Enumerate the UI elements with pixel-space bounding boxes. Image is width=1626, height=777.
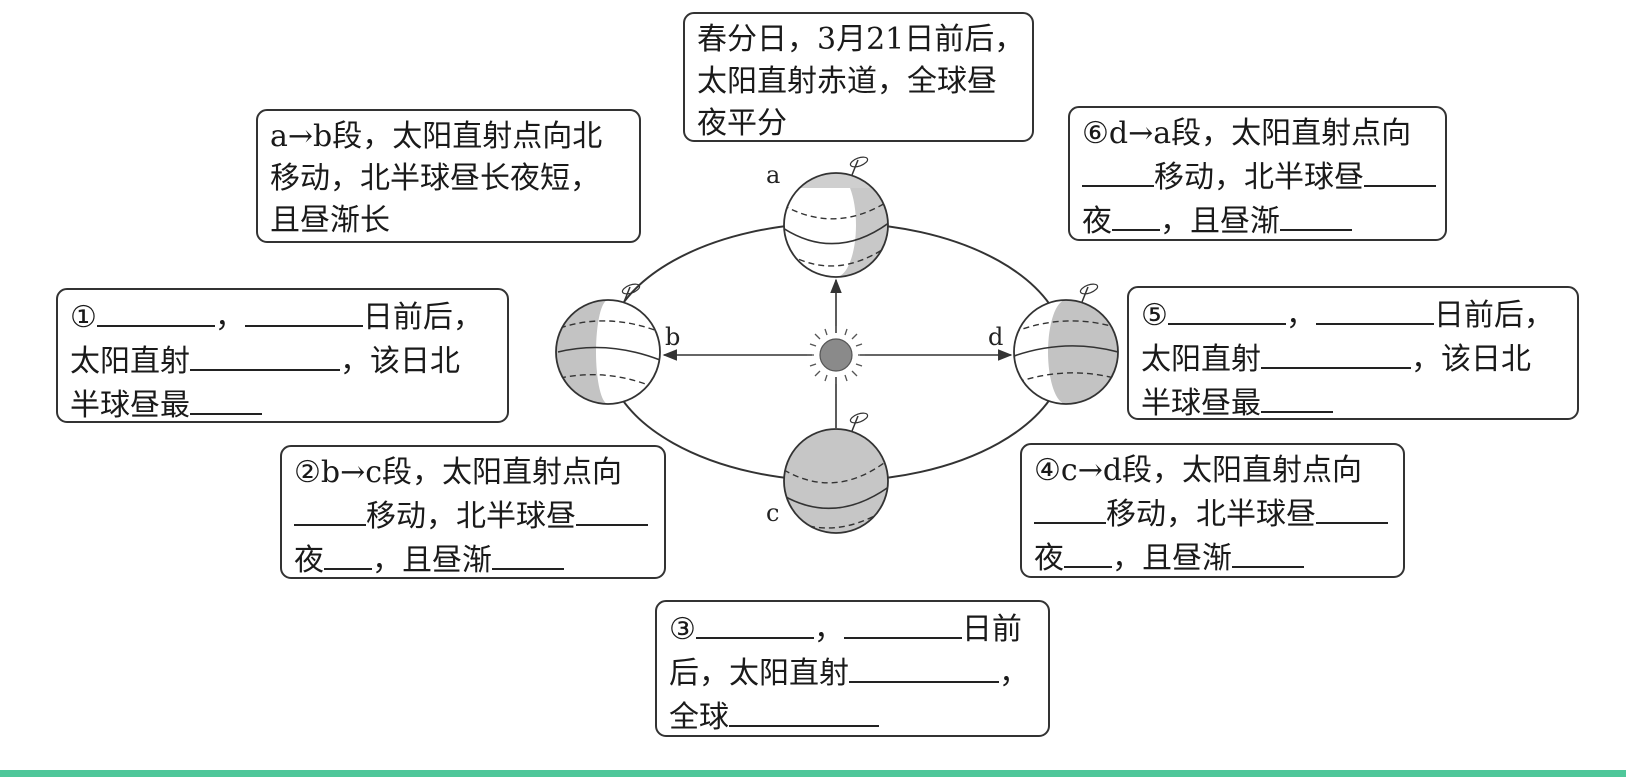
box-line: 半球昼最 bbox=[70, 383, 495, 427]
box-text: 全球 bbox=[669, 700, 729, 735]
box-text: 夜 bbox=[1034, 541, 1064, 576]
earth-a bbox=[783, 156, 889, 278]
sun-icon bbox=[807, 326, 865, 384]
box-text: ， bbox=[1285, 298, 1316, 333]
box-line: ④c→d段，太阳直射点向 bbox=[1034, 453, 1363, 488]
box-text: ① bbox=[70, 300, 97, 335]
box-text: ，该日北 bbox=[1411, 342, 1531, 377]
planet-label-a: a bbox=[766, 161, 780, 189]
box-text: 后，太阳直射 bbox=[669, 656, 849, 691]
box-text: ③ bbox=[669, 612, 696, 647]
box-text: ， bbox=[813, 612, 844, 647]
box-text: 日前后， bbox=[1433, 298, 1554, 333]
box-line: 夜 ，且昼渐 bbox=[294, 538, 652, 582]
box-text: 半球昼最 bbox=[1141, 386, 1261, 421]
blank-field[interactable] bbox=[190, 383, 262, 415]
box-text: 日前 bbox=[961, 612, 1022, 647]
blank-field[interactable] bbox=[1315, 293, 1434, 325]
blank-field[interactable] bbox=[843, 607, 962, 639]
blank-field[interactable] bbox=[1064, 536, 1112, 568]
planet-label-b: b bbox=[665, 323, 680, 351]
box-a-to-b: a→b段，太阳直射点向北 移动，北半球昼长夜短， 且昼渐长 bbox=[256, 109, 641, 243]
blank-field[interactable] bbox=[1167, 293, 1286, 325]
box-text: ，该日北 bbox=[340, 344, 460, 379]
planet-label-d: d bbox=[988, 323, 1003, 351]
box-text: 移动，北半球昼 bbox=[1106, 497, 1316, 532]
box-text: 夜 bbox=[294, 543, 324, 578]
blank-field[interactable] bbox=[190, 339, 340, 371]
box-b-to-c: ②b→c段，太阳直射点向 移动，北半球昼 夜 ，且昼渐 bbox=[280, 445, 666, 579]
box-line: ⑥d→a段，太阳直射点向 bbox=[1082, 116, 1412, 151]
earth-d bbox=[1013, 283, 1119, 405]
box-line: ③ ， 日前 bbox=[669, 607, 1036, 651]
blank-field[interactable] bbox=[1112, 199, 1160, 231]
box-text: 日前后， bbox=[362, 300, 483, 335]
box-line: 太阳直射 ，该日北 bbox=[70, 339, 495, 383]
box-d-to-a: ⑥d→a段，太阳直射点向 移动，北半球昼 夜 ，且昼渐 bbox=[1068, 106, 1447, 241]
box-line: 春分日，3月21日前后， bbox=[697, 22, 1025, 57]
blank-field[interactable] bbox=[849, 651, 999, 683]
box-text: 太阳直射 bbox=[70, 344, 190, 379]
blank-field[interactable] bbox=[1316, 492, 1388, 524]
blank-field[interactable] bbox=[1261, 337, 1411, 369]
blank-field[interactable] bbox=[324, 538, 372, 570]
box-line: 夜平分 bbox=[697, 106, 787, 141]
box-solstice-1: ① ， 日前后， 太阳直射 ，该日北 半球昼最 bbox=[56, 288, 509, 423]
box-spring-equinox: 春分日，3月21日前后， 太阳直射赤道，全球昼 夜平分 bbox=[683, 12, 1034, 142]
box-text: ，且昼渐 bbox=[372, 543, 492, 578]
box-text: ， bbox=[214, 300, 245, 335]
blank-field[interactable] bbox=[695, 607, 814, 639]
box-line: 移动，北半球昼 bbox=[294, 494, 652, 538]
box-line: 后，太阳直射 ， bbox=[669, 651, 1036, 695]
earth-c bbox=[783, 412, 889, 534]
blank-field[interactable] bbox=[1364, 155, 1436, 187]
box-c-to-d: ④c→d段，太阳直射点向 移动，北半球昼 夜 ，且昼渐 bbox=[1020, 443, 1405, 578]
blank-field[interactable] bbox=[1034, 492, 1106, 524]
box-line: 移动，北半球昼 bbox=[1082, 155, 1436, 199]
box-line: ②b→c段，太阳直射点向 bbox=[294, 455, 623, 490]
blank-field[interactable] bbox=[492, 538, 564, 570]
box-line: 全球 bbox=[669, 695, 1036, 739]
box-line: a→b段，太阳直射点向北 bbox=[270, 119, 603, 154]
box-text: ， bbox=[999, 656, 1029, 691]
box-line: ① ， 日前后， bbox=[70, 295, 495, 339]
box-line: 夜 ，且昼渐 bbox=[1034, 536, 1391, 580]
box-line: ⑤ ， 日前后， bbox=[1141, 293, 1565, 337]
box-line: 移动，北半球昼 bbox=[1034, 492, 1391, 536]
box-text: ，且昼渐 bbox=[1112, 541, 1232, 576]
box-solstice-3: ③ ， 日前 后，太阳直射 ， 全球 bbox=[655, 600, 1050, 737]
box-text: ⑤ bbox=[1141, 298, 1168, 333]
blank-field[interactable] bbox=[244, 295, 363, 327]
box-line: 太阳直射赤道，全球昼 bbox=[697, 64, 997, 99]
box-text: 太阳直射 bbox=[1141, 342, 1261, 377]
blank-field[interactable] bbox=[1082, 155, 1154, 187]
blank-field[interactable] bbox=[1261, 381, 1333, 413]
earth-b bbox=[555, 283, 661, 405]
bottom-bar bbox=[0, 770, 1626, 777]
box-line: 夜 ，且昼渐 bbox=[1082, 199, 1433, 243]
box-line: 半球昼最 bbox=[1141, 381, 1565, 425]
planet-label-c: c bbox=[766, 499, 779, 527]
box-text: 移动，北半球昼 bbox=[1154, 160, 1364, 195]
box-text: ，且昼渐 bbox=[1160, 204, 1280, 239]
blank-field[interactable] bbox=[576, 494, 648, 526]
box-line: 移动，北半球昼长夜短， bbox=[270, 161, 600, 196]
box-text: 移动，北半球昼 bbox=[366, 499, 576, 534]
box-text: 半球昼最 bbox=[70, 388, 190, 423]
box-line: 太阳直射 ，该日北 bbox=[1141, 337, 1565, 381]
box-solstice-5: ⑤ ， 日前后， 太阳直射 ，该日北 半球昼最 bbox=[1127, 286, 1579, 421]
box-line: 且昼渐长 bbox=[270, 203, 390, 238]
blank-field[interactable] bbox=[96, 295, 215, 327]
blank-field[interactable] bbox=[294, 494, 366, 526]
blank-field[interactable] bbox=[1232, 536, 1304, 568]
blank-field[interactable] bbox=[1280, 199, 1352, 231]
box-text: 夜 bbox=[1082, 204, 1112, 239]
blank-field[interactable] bbox=[729, 695, 879, 727]
